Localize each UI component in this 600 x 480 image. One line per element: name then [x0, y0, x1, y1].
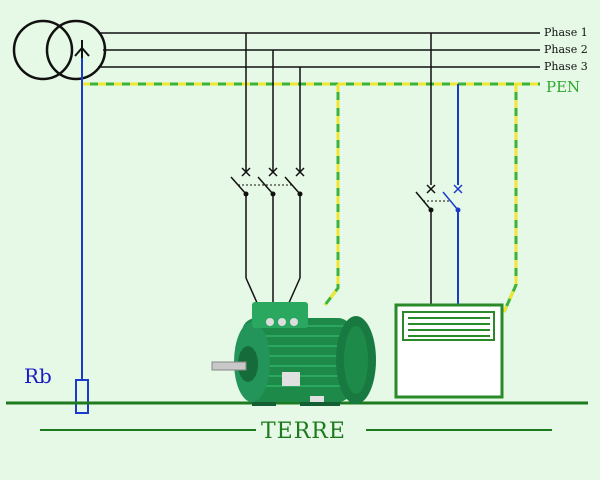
pen-conductor [82, 82, 540, 313]
phase-3-label: Phase 3 [544, 60, 588, 73]
pen-label: PEN [546, 78, 580, 96]
phase-busbars [98, 32, 540, 68]
terre-label: TERRE [261, 419, 346, 444]
electric-motor-icon [211, 302, 376, 406]
rb-label: Rb [24, 364, 52, 388]
phase-1-label: Phase 1 [544, 26, 588, 39]
phase-2-label: Phase 2 [544, 43, 588, 56]
two-pole-breaker-icon [415, 33, 463, 305]
earth-resistance-icon [75, 379, 89, 414]
electric-radiator-icon [394, 303, 504, 399]
transformer-icon [12, 19, 107, 81]
three-pole-breaker-icon [230, 33, 305, 306]
